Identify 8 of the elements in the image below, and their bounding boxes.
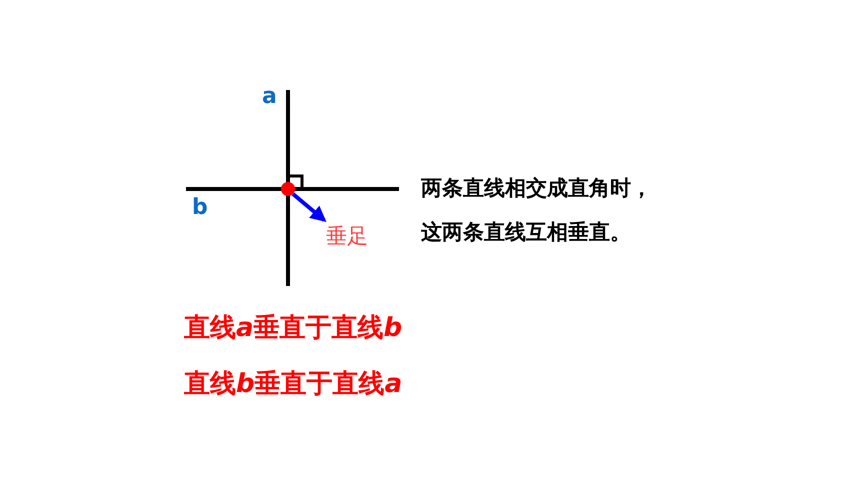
foot-label: 垂足 [326, 222, 368, 250]
statement-text: 直线b垂直于直线a [184, 368, 402, 401]
line-label: b [192, 195, 208, 220]
definition-text: 两条直线相交成直角时，这两条直线互相垂直。 [421, 175, 653, 246]
line-label: a [262, 84, 277, 109]
foot-point-dot [281, 182, 295, 196]
statement-text: 直线a垂直于直线b [184, 312, 402, 345]
arrow [292, 192, 326, 222]
